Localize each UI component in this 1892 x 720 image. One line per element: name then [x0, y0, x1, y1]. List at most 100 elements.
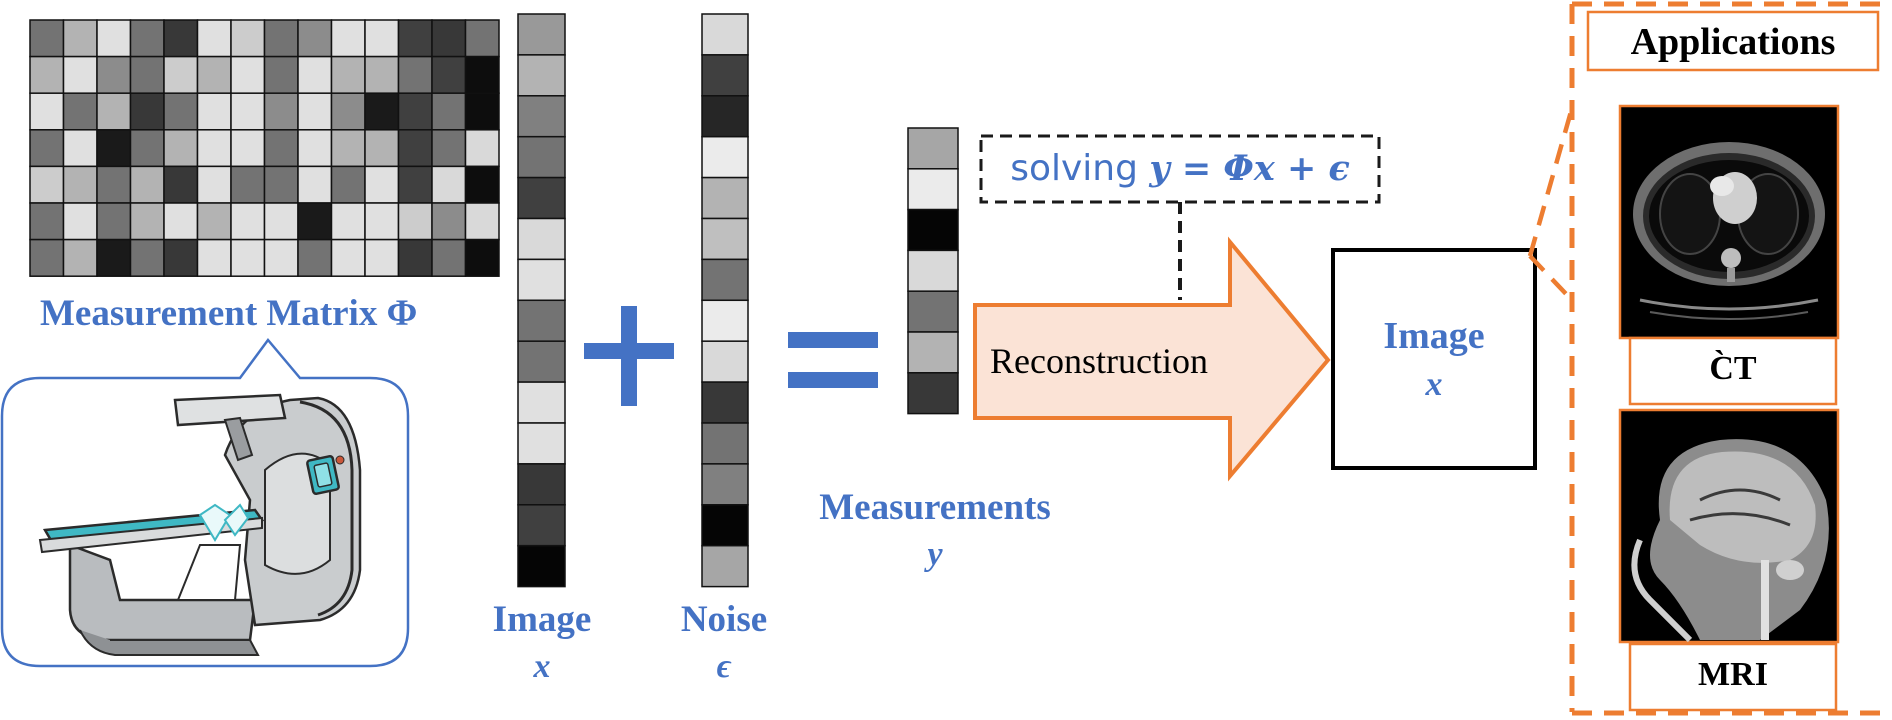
matrix-cell: [364, 129, 400, 168]
noise-vector-cell: [701, 258, 749, 302]
matrix-cell: [129, 19, 165, 58]
image-vector-cell: [517, 176, 566, 220]
matrix-cell: [263, 92, 299, 131]
solving-prefix: solving: [1010, 148, 1150, 189]
matrix-cell: [196, 19, 232, 58]
image-vector-cell: [517, 504, 566, 547]
image-vector-cell: [517, 381, 566, 424]
image-vector-cell: [517, 422, 566, 465]
matrix-cell: [464, 165, 500, 204]
ct-scanner-machine-icon: [38, 393, 362, 656]
image-vector-cell: [517, 463, 566, 506]
matrix-cell: [163, 19, 199, 58]
matrix-cell: [330, 202, 366, 241]
matrix-cell: [230, 92, 266, 131]
matrix-cell: [96, 165, 132, 204]
matrix-cell: [62, 55, 98, 94]
matrix-cell: [62, 202, 98, 241]
matrix-cell: [129, 129, 165, 168]
mri-label: MRI: [1698, 656, 1768, 693]
image-vector-cell: [517, 258, 566, 302]
measurements-vector-cell: [907, 208, 959, 252]
matrix-cell: [297, 202, 333, 241]
matrix-cell: [431, 19, 467, 58]
matrix-cell: [230, 202, 266, 241]
matrix-cell: [297, 19, 333, 58]
matrix-cell: [62, 165, 98, 204]
matrix-cell: [297, 92, 333, 131]
image-vector-cell: [517, 54, 566, 97]
image-vector-cell: [517, 95, 566, 138]
applications-title-box: [1586, 10, 1880, 72]
matrix-cell: [431, 238, 467, 277]
matrix-cell: [29, 19, 65, 58]
output-image-label: Image: [1383, 315, 1485, 357]
matrix-cell: [129, 92, 165, 131]
matrix-cell: [129, 238, 165, 277]
matrix-cell: [364, 202, 400, 241]
matrix-cell: [464, 202, 500, 241]
matrix-cell: [230, 55, 266, 94]
matrix-cell: [196, 55, 232, 94]
matrix-cell: [230, 165, 266, 204]
noise-vector-cell: [701, 544, 749, 588]
matrix-cell: [129, 202, 165, 241]
matrix-cell: [330, 19, 366, 58]
matrix-cell: [163, 165, 199, 204]
matrix-cell: [196, 238, 232, 277]
equals-operator-icon: [788, 332, 878, 388]
matrix-cell: [230, 129, 266, 168]
matrix-cell: [297, 165, 333, 204]
matrix-cell: [163, 238, 199, 277]
matrix-cell: [96, 92, 132, 131]
matrix-cell: [29, 202, 65, 241]
image-vector-cell: [517, 13, 566, 56]
matrix-cell: [464, 129, 500, 168]
ct-label: C̀T: [1709, 350, 1757, 387]
image-vector-column: [517, 13, 566, 588]
measurements-vector-cell: [907, 331, 959, 374]
image-vector-cell: [517, 340, 566, 383]
matrix-cell: [431, 55, 467, 94]
applications-title: Applications: [1630, 21, 1836, 63]
matrix-cell: [196, 129, 232, 168]
measurements-vector-cell: [907, 290, 959, 333]
matrix-cell: [397, 238, 433, 277]
image-vector-label: Image: [492, 599, 592, 640]
image-vector-symbol: x: [533, 648, 551, 685]
noise-vector-cell: [701, 504, 749, 547]
matrix-cell: [464, 19, 500, 58]
noise-vector-cell: [701, 176, 749, 220]
matrix-cell: [62, 19, 98, 58]
matrix-cell: [297, 55, 333, 94]
ct-label-box: [1628, 336, 1838, 406]
matrix-cell: [464, 92, 500, 131]
matrix-cell: [263, 19, 299, 58]
measurements-vector-cell: [907, 249, 959, 292]
matrix-cell: [364, 92, 400, 131]
matrix-cell: [431, 129, 467, 168]
matrix-cell: [230, 19, 266, 58]
noise-vector-cell: [701, 463, 749, 506]
matrix-cell: [230, 238, 266, 277]
matrix-cell: [297, 129, 333, 168]
matrix-cell: [96, 55, 132, 94]
matrix-cell: [96, 129, 132, 168]
matrix-cell: [96, 19, 132, 58]
measurement-matrix-label: Measurement Matrix Φ: [40, 293, 418, 334]
matrix-cell: [62, 238, 98, 277]
noise-vector-cell: [701, 13, 749, 56]
matrix-cell: [464, 238, 500, 277]
matrix-cell: [364, 165, 400, 204]
solving-equation-text: solving y = Φx + ϵ: [981, 146, 1379, 190]
matrix-cell: [364, 55, 400, 94]
matrix-cell: [29, 129, 65, 168]
measurements-symbol: y: [927, 536, 943, 573]
matrix-cell: [397, 92, 433, 131]
image-vector-cell: [517, 217, 566, 261]
mri-label-box: [1628, 642, 1838, 712]
image-vector-cell: [517, 135, 566, 179]
ct-scan-image-icon: [1618, 104, 1840, 340]
matrix-cell: [431, 165, 467, 204]
matrix-cell: [431, 202, 467, 241]
